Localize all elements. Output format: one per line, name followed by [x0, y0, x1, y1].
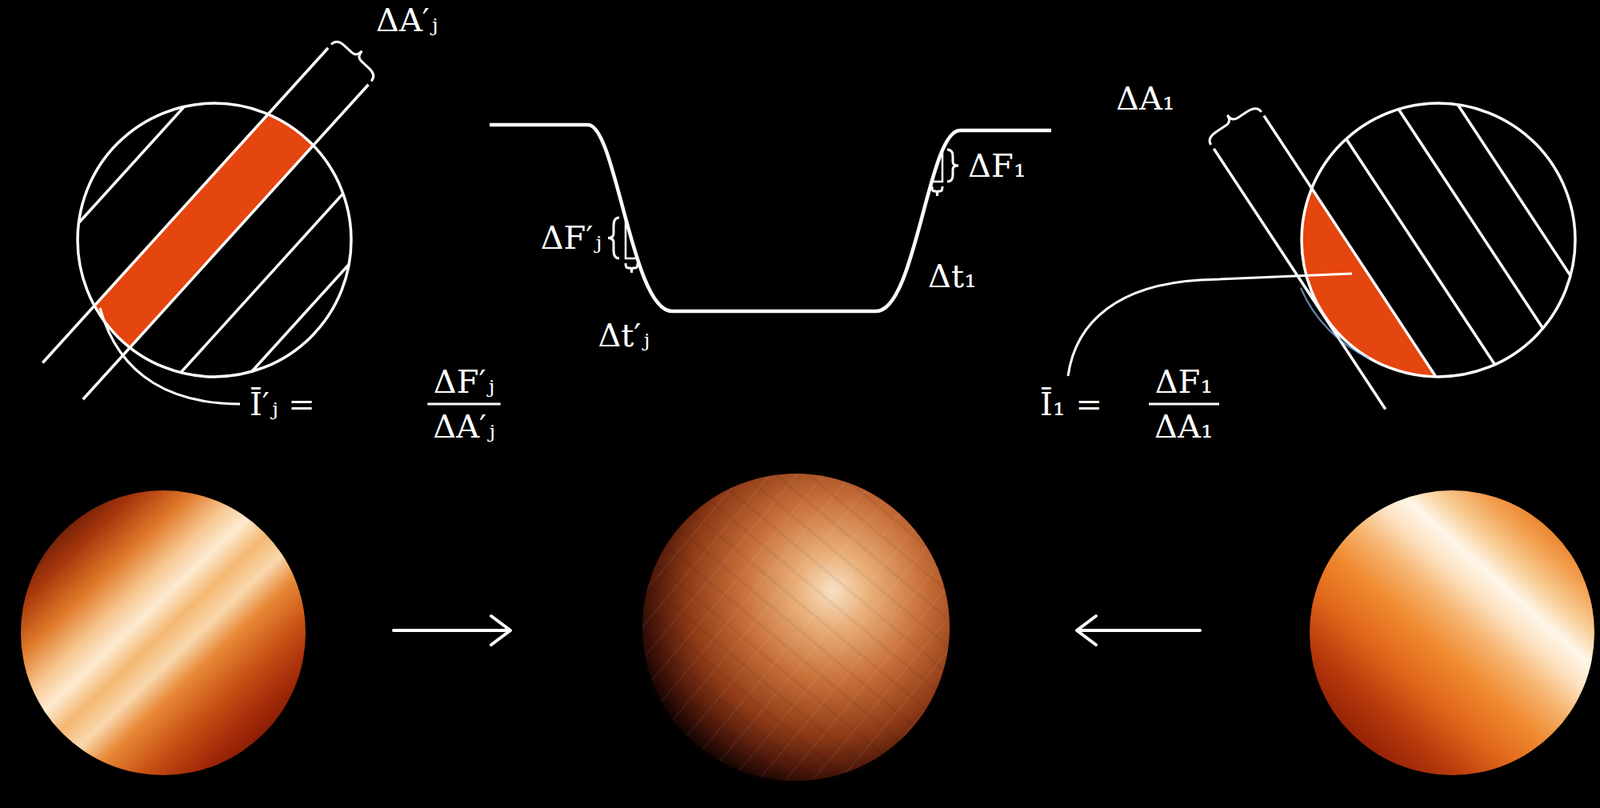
band-fill-group [0, 0, 592, 590]
fraction-bar [1148, 403, 1220, 406]
map-halo [632, 464, 960, 791]
area-label: ΔA′ⱼ [376, 1, 438, 39]
flux-step-label: ΔF′ⱼ [540, 219, 602, 256]
time-step-label: Δt₁ [928, 257, 977, 295]
area-label: ΔA₁ [1116, 80, 1176, 117]
fraction-denominator: ΔA′ⱼ [432, 408, 495, 445]
band-line [83, 84, 369, 400]
fraction-numerator: ΔF′ⱼ [433, 363, 495, 400]
intensity-label: Ī′ⱼ = [249, 385, 316, 423]
area-label: ΔA₁ [1116, 80, 1176, 117]
chord-line [1264, 116, 1436, 377]
area-label: ΔA′ⱼ [376, 1, 438, 39]
fraction-denominator: ΔA₁ [1154, 408, 1214, 445]
time-brace [932, 186, 943, 196]
fraction-bar [427, 403, 500, 406]
braces [331, 41, 1262, 273]
chord-line [1232, 0, 1600, 565]
fraction-numerator: ΔF₁ [1155, 363, 1214, 400]
band-line [0, 0, 424, 436]
intensity-label: Ī₁ = [1040, 385, 1103, 423]
transit-light-curve [489, 124, 1052, 312]
band-line [42, 48, 328, 364]
highlighted-band [0, 0, 460, 459]
time-step-label: Δt′ⱼ [597, 316, 650, 354]
segment-boundary-lines [1213, 116, 1436, 410]
limb-highlight [1300, 288, 1370, 359]
leader-line [1068, 273, 1352, 376]
intensity-label: Ī₁ = [1040, 385, 1103, 423]
map-texture [636, 467, 956, 788]
flux-brace [947, 149, 959, 182]
area-brace [331, 41, 374, 81]
fraction-denominator: ΔA₁ [1154, 408, 1214, 445]
fraction-denominator: ΔA′ⱼ [432, 408, 495, 445]
fraction-numerator: ΔF₁ [1155, 363, 1214, 400]
arrow-left [1076, 616, 1200, 645]
area-brace [1209, 108, 1262, 145]
time-step-label: Δt₁ [928, 257, 977, 295]
band-lines [0, 0, 592, 590]
band-line [16, 0, 554, 555]
time-step-label: Δt′ⱼ [597, 316, 650, 354]
time-brace [625, 263, 638, 273]
slope-triangle [625, 217, 638, 259]
slope-triangle [932, 149, 943, 182]
ingress-map [1309, 490, 1595, 776]
flux-step-label: ΔF′ⱼ [540, 219, 602, 256]
flux-step-label: ΔF₁ [968, 147, 1027, 184]
stellar-disk-outline [77, 103, 352, 377]
stellar-disk-outline [1301, 103, 1576, 377]
leader-line [100, 308, 240, 404]
egress-map [20, 490, 306, 776]
arrow-right [393, 616, 511, 645]
flux-step-label: ΔF₁ [968, 147, 1027, 184]
flux-brace [608, 217, 620, 259]
band-boundary-lines [42, 48, 368, 400]
intensity-label: Ī′ⱼ = [249, 385, 316, 423]
arrows [393, 616, 1200, 645]
fraction-numerator: ΔF′ⱼ [433, 363, 495, 400]
